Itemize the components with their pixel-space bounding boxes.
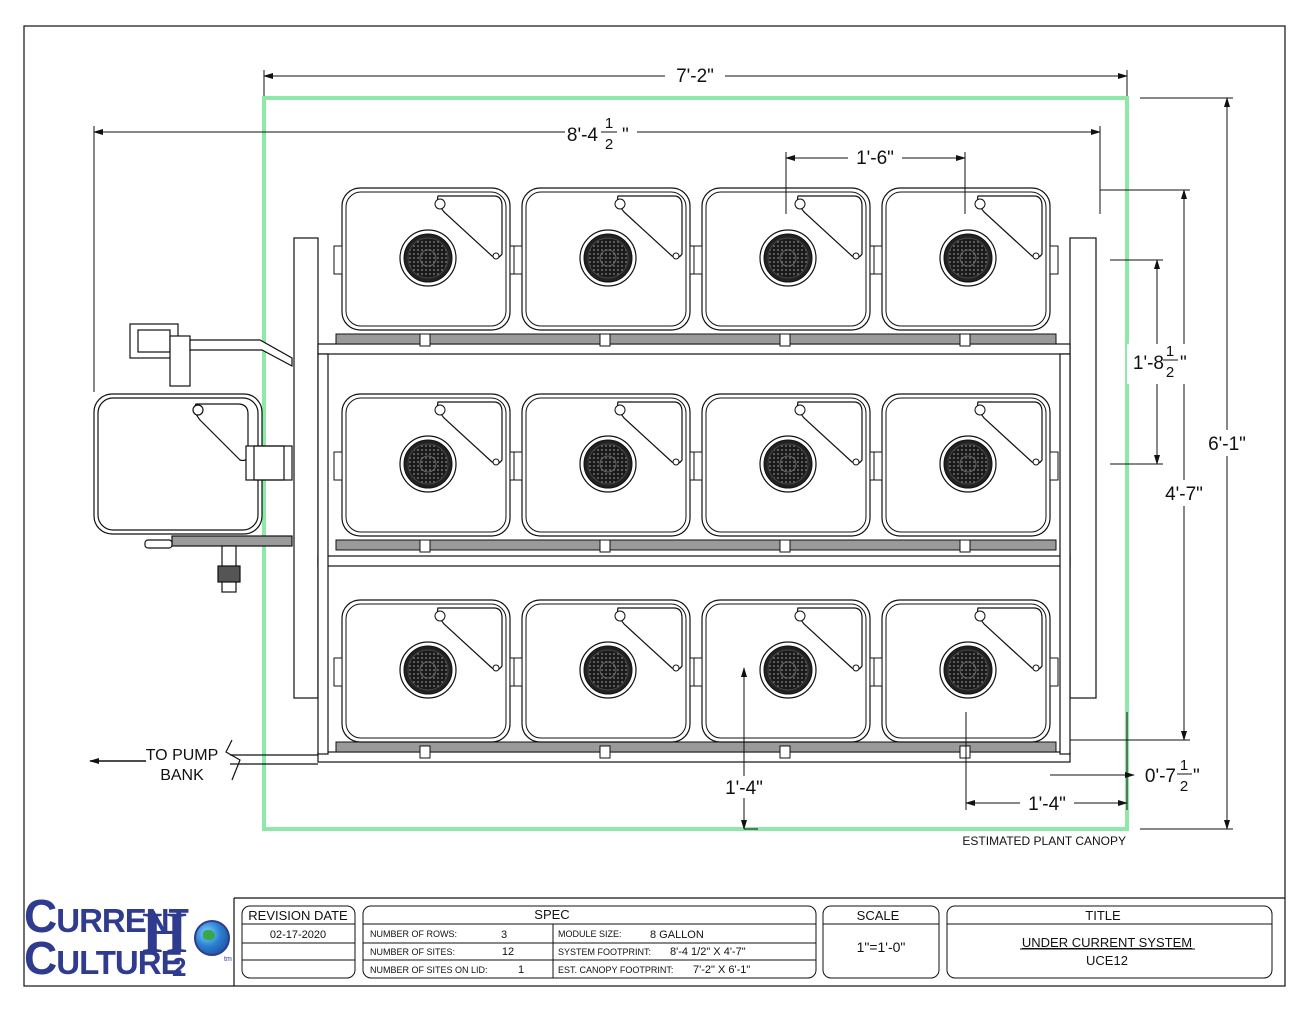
dim-row-frac-num: 1	[1166, 343, 1174, 360]
rows-value: 3	[501, 929, 507, 941]
title-box: TITLE UNDER CURRENT SYSTEM UCE12	[946, 905, 1273, 979]
scale-header: SCALE	[857, 908, 900, 923]
canopy-value: 7'-2" X 6'-1"	[693, 964, 750, 976]
canopy-note: ESTIMATED PLANT CANOPY	[962, 834, 1126, 848]
dim-system-length: 8'-4	[567, 125, 599, 146]
spec-header: SPEC	[534, 907, 569, 922]
spec-box: SPEC NUMBER OF ROWS: 3 NUMBER OF SITES: …	[362, 905, 817, 979]
logo-h: H	[142, 900, 188, 965]
dim-canopy-width: 7'-2"	[676, 66, 714, 87]
title-block: REVISION DATE 02-17-2020 SPEC NUMBER OF …	[233, 897, 1285, 986]
scale-value: 1"=1'-0"	[857, 939, 906, 955]
title-line2: UCE12	[1086, 953, 1128, 968]
revision-date: 02-17-2020	[270, 929, 326, 941]
control-module	[93, 323, 293, 593]
dim-site-offset-v: 1'-4"	[725, 778, 763, 799]
module-value: 8 GALLON	[650, 929, 704, 941]
dim-row-frac-den: 2	[1166, 364, 1174, 381]
svg-text:": "	[1180, 353, 1187, 374]
revision-header: REVISION DATE	[248, 908, 348, 923]
canopy-label: EST. CANOPY FOOTPRINT:	[558, 965, 673, 975]
svg-text:": "	[622, 125, 629, 146]
dimension-text: 7'-2" 8'-4 1 2 " 1'-6" 1'-8 1 2 " 6'-1" …	[146, 64, 1256, 848]
title-header: TITLE	[1085, 908, 1121, 923]
module-r1-c3	[693, 187, 879, 347]
dim-edge-frac-den: 2	[1180, 778, 1188, 795]
dim-overall-height: 6'-1"	[1208, 434, 1246, 455]
module-r1-c2	[513, 187, 699, 347]
module-r2-c4	[873, 393, 1059, 553]
module-r3-c3	[693, 599, 879, 759]
module-r1-c4	[873, 187, 1059, 347]
module-r1-c1	[333, 187, 519, 347]
lid-label: NUMBER OF SITES ON LID:	[370, 965, 488, 975]
footprint-value: 8'-4 1/2" X 4'-7"	[670, 946, 746, 958]
logo-tm: tm	[224, 956, 232, 963]
pump-label-2: BANK	[160, 767, 204, 784]
revision-box: REVISION DATE 02-17-2020	[241, 905, 356, 979]
sites-label: NUMBER OF SITES:	[370, 947, 455, 957]
sites-value: 12	[502, 946, 514, 958]
pump-line	[89, 739, 318, 781]
pump-label-1: TO PUMP	[146, 747, 219, 764]
gutters	[335, 333, 1057, 753]
module-r2-c3	[693, 393, 879, 553]
module-label: MODULE SIZE:	[558, 929, 622, 939]
module-r2-c1	[333, 393, 519, 553]
module-r3-c2	[513, 599, 699, 759]
rows-label: NUMBER OF ROWS:	[370, 929, 457, 939]
dim-system-height: 4'-7"	[1165, 484, 1203, 505]
dim-edge-offset: 0'-7	[1145, 766, 1176, 787]
footprint-label: SYSTEM FOOTPRINT:	[558, 947, 651, 957]
sheet-border	[23, 25, 1286, 987]
module-grid	[333, 187, 1059, 759]
dim-site-offset-h: 1'-4"	[1028, 794, 1066, 815]
company-logo: CURRENT CULTURE H 2 tm	[22, 890, 232, 984]
dim-edge-frac-num: 1	[1180, 757, 1188, 774]
module-r3-c4	[873, 599, 1059, 759]
dim-row-spacing: 1'-8	[1133, 353, 1164, 374]
dim-module-pitch: 1'-6"	[856, 148, 894, 169]
break-line-icon	[225, 739, 241, 781]
dim-fraction-den: 2	[605, 136, 613, 153]
logo-word-culture: CULTURE	[24, 932, 183, 984]
logo-two: 2	[172, 952, 187, 982]
module-r3-c1	[333, 599, 519, 759]
lid-value: 1	[518, 964, 524, 976]
scale-box: SCALE 1"=1'-0"	[822, 905, 940, 979]
globe-icon	[194, 920, 230, 956]
module-r2-c2	[513, 393, 699, 553]
svg-text:": "	[1193, 766, 1200, 787]
logo-word-current: CURRENT	[24, 890, 189, 942]
dim-fraction-num: 1	[605, 115, 613, 132]
title-line1: UNDER CURRENT SYSTEM	[1022, 935, 1192, 950]
